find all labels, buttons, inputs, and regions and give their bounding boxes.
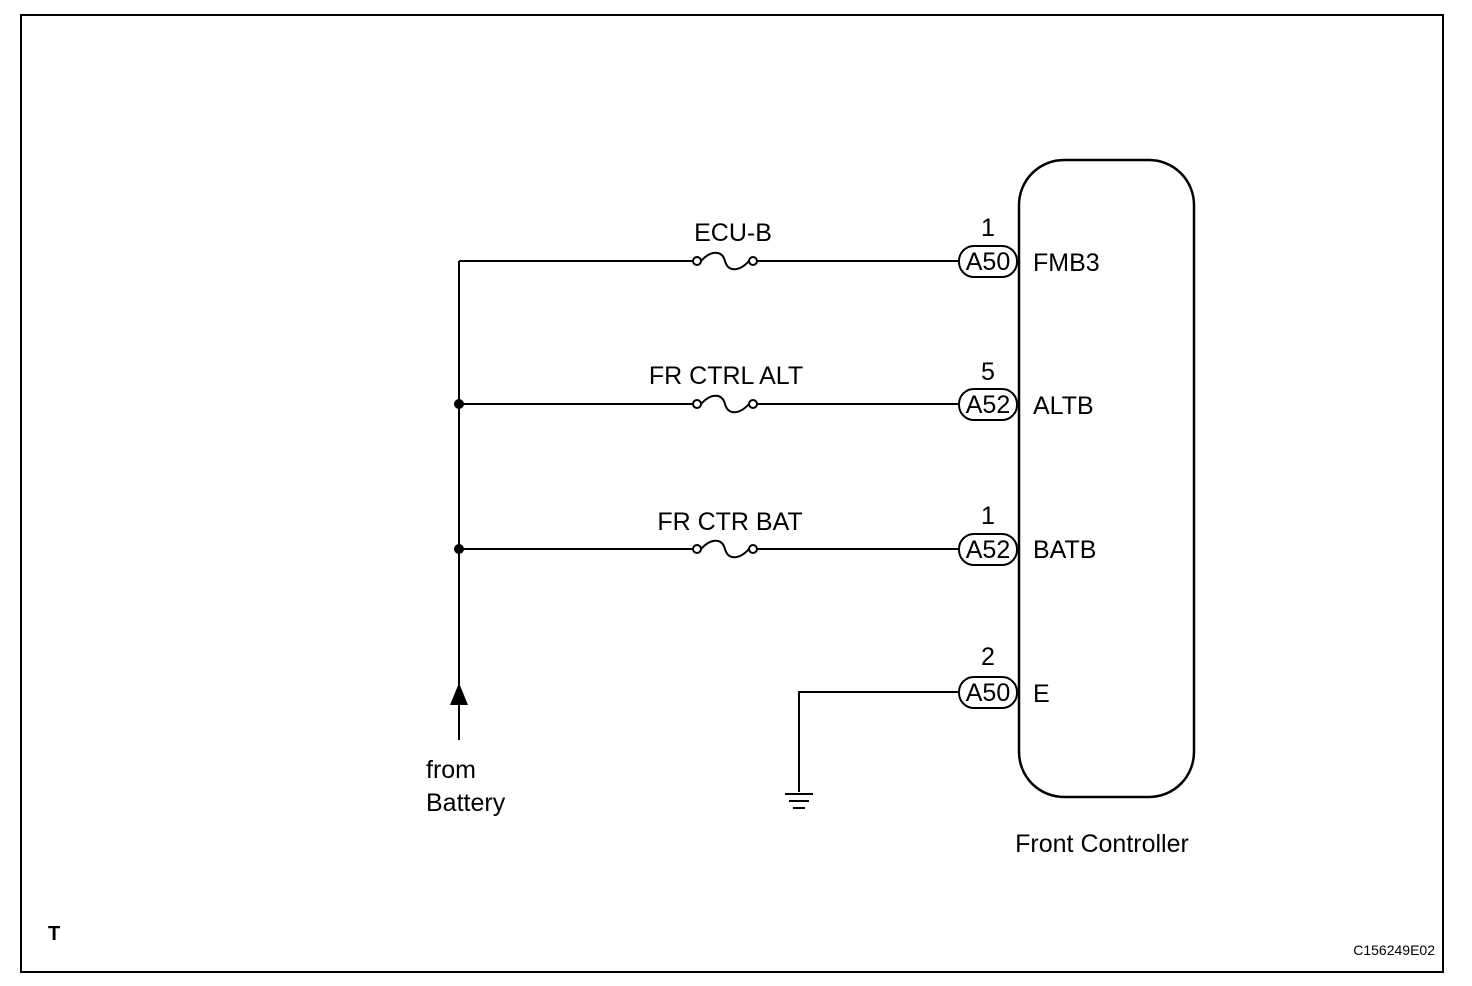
battery-arrow-icon bbox=[450, 683, 468, 705]
connector-id-a50: A50 bbox=[966, 248, 1010, 276]
fuse-label-fr-ctr-bat: FR CTR BAT bbox=[657, 508, 802, 536]
pin-number: 5 bbox=[981, 358, 995, 386]
connector-badge-a50 bbox=[958, 245, 1018, 278]
source-label-from: from bbox=[426, 756, 476, 784]
terminal-label-fmb3: FMB3 bbox=[1033, 249, 1100, 277]
fuse-icon bbox=[692, 539, 758, 559]
fuse-label-ecu-b: ECU-B bbox=[694, 219, 772, 247]
ground-wire bbox=[798, 691, 959, 792]
front-controller-box bbox=[1017, 158, 1196, 799]
connector-id-a52: A52 bbox=[966, 536, 1010, 564]
diagram-frame bbox=[20, 14, 1444, 973]
figure-code: C156249E02 bbox=[1353, 942, 1435, 958]
corner-mark: T bbox=[48, 923, 60, 945]
connector-id-a50: A50 bbox=[966, 679, 1010, 707]
fuse-label-fr-ctrl-alt: FR CTRL ALT bbox=[649, 362, 803, 390]
connector-badge-a52 bbox=[958, 388, 1018, 421]
controller-name: Front Controller bbox=[1015, 830, 1189, 858]
fuse-icon bbox=[692, 394, 758, 414]
pin-number: 1 bbox=[981, 214, 995, 242]
terminal-label-batb: BATB bbox=[1033, 536, 1096, 564]
connector-badge-a52 bbox=[958, 533, 1018, 566]
connector-badge-a50 bbox=[958, 676, 1018, 709]
connector-id-a52: A52 bbox=[966, 391, 1010, 419]
ground-icon bbox=[785, 793, 813, 809]
terminal-label-altb: ALTB bbox=[1033, 392, 1094, 420]
pin-number: 2 bbox=[981, 643, 995, 671]
fuse-icon bbox=[692, 251, 758, 271]
source-label-battery: Battery bbox=[426, 789, 506, 817]
pin-number: 1 bbox=[981, 502, 995, 530]
terminal-label-e: E bbox=[1033, 680, 1050, 708]
